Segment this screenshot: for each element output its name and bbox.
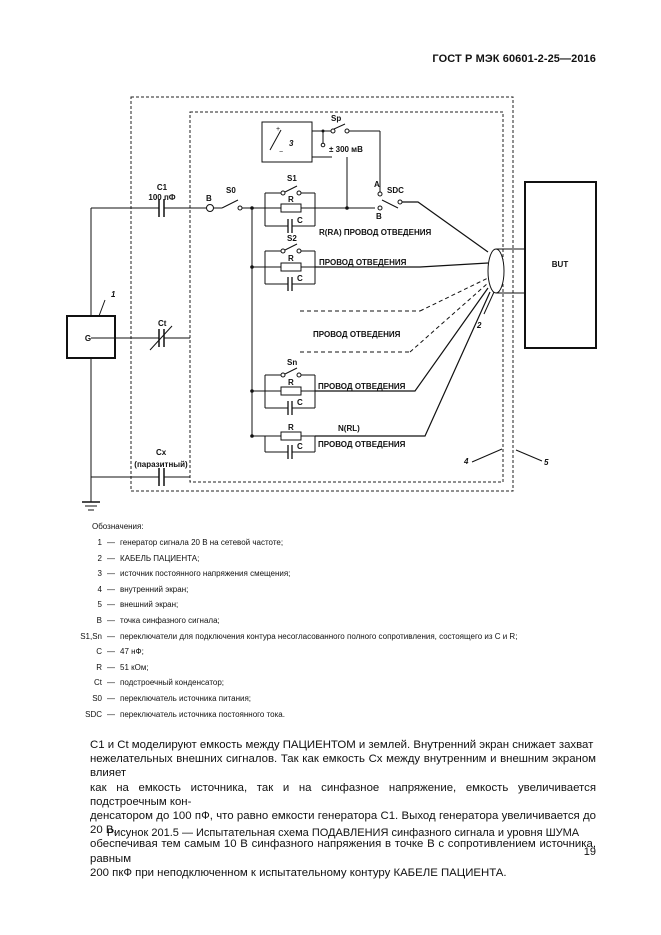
ct-label: Ct [158, 319, 167, 328]
body-paragraph: С1 и Сt моделируют емкость между ПАЦИЕНТ… [90, 738, 596, 880]
c1-label: C1 [157, 183, 168, 192]
legend-item: R—51 кОм; [96, 662, 149, 672]
paragraph-line: С1 и Сt моделируют емкость между ПАЦИЕНТ… [90, 739, 594, 751]
svg-text:3: 3 [289, 139, 294, 148]
legend-item: Ct—подстроечный конденсатор; [94, 678, 225, 688]
svg-text:4: 4 [463, 457, 469, 466]
circuit-diagram: G 1 C1 100 пФ Ct Cx (паразитный) B S0 [66, 96, 597, 511]
page-number: 19 [583, 846, 596, 858]
svg-text:5: 5 [544, 458, 549, 467]
generator-box [66, 315, 116, 359]
svg-text:ПРОВОД ОТВЕДЕНИЯ: ПРОВОД ОТВЕДЕНИЯ [318, 382, 406, 391]
svg-text:C: C [297, 442, 303, 451]
legend-item: 4—внутренний экран; [97, 584, 189, 594]
row-s1: S1 R C [264, 174, 316, 233]
svg-text:± 300 мВ: ± 300 мВ [329, 145, 363, 154]
legend-item: SDC—переключатель источника постоянного … [85, 709, 285, 719]
but-box [524, 181, 597, 349]
paragraph-line: как на емкость источника, так и на синфа… [90, 781, 596, 808]
legend-item: S0—переключатель источника питания; [92, 694, 252, 703]
svg-text:R(RA) ПРОВОД ОТВЕДЕНИЯ: R(RA) ПРОВОД ОТВЕДЕНИЯ [319, 228, 431, 237]
label-1: 1 [111, 290, 116, 299]
svg-text:BUT: BUT [552, 260, 569, 269]
svg-text:B: B [206, 194, 212, 203]
outer-screen [130, 96, 514, 492]
svg-text:SDC: SDC [387, 186, 404, 195]
svg-text:ПРОВОД ОТВЕДЕНИЯ: ПРОВОД ОТВЕДЕНИЯ [318, 440, 406, 449]
svg-text:C: C [297, 274, 303, 283]
row-s2: S2 R C [264, 234, 316, 291]
svg-text:B: B [376, 212, 382, 221]
legend-item: 5—внешний экран; [97, 600, 179, 610]
paragraph-line: обеспечивая тем самым 10 В синфазного на… [90, 838, 596, 865]
row-sn: Sn R C [264, 358, 316, 415]
svg-text:R: R [288, 423, 294, 432]
legend-item: C—47 нФ; [96, 647, 144, 657]
legend-item: 3—источник постоянного напряжения смещен… [97, 569, 291, 579]
legend-item: S1,Sn—переключатели для подключения конт… [80, 631, 518, 641]
inner-screen [189, 111, 504, 483]
s0-label: S0 [226, 186, 236, 195]
legend-item: 1—генератор сигнала 20 В на сетевой част… [97, 538, 284, 547]
svg-text:S2: S2 [287, 234, 297, 243]
cable-connector [487, 248, 505, 294]
svg-text:ПРОВОД ОТВЕДЕНИЯ: ПРОВОД ОТВЕДЕНИЯ [313, 330, 401, 339]
paragraph-line: нежелательных внешних сигналов. Так как … [90, 753, 596, 780]
svg-text:2: 2 [476, 321, 482, 330]
svg-text:ПРОВОД ОТВЕДЕНИЯ: ПРОВОД ОТВЕДЕНИЯ [319, 258, 407, 267]
cx-label: Cx [156, 448, 167, 457]
row-rl: R C [250, 423, 316, 459]
svg-text:R: R [288, 195, 294, 204]
figure-caption: Рисунок 201.5 — Испытательная схема ПОДА… [106, 827, 580, 839]
svg-text:N(RL): N(RL) [338, 424, 360, 433]
point-b [206, 204, 214, 212]
svg-text:C: C [297, 216, 303, 225]
svg-text:R: R [288, 378, 294, 387]
svg-text:S1: S1 [287, 174, 297, 183]
document-header: ГОСТ Р МЭК 60601-2-25—2016 [432, 53, 596, 65]
svg-text:A: A [374, 180, 380, 189]
legend-item: 2—КАБЕЛЬ ПАЦИЕНТА; [97, 553, 200, 563]
svg-text:R: R [288, 254, 294, 263]
svg-text:C: C [297, 398, 303, 407]
svg-text:Sn: Sn [287, 358, 297, 367]
paragraph-line: 200 пкФ при неподключенном к испытательн… [90, 866, 507, 879]
svg-text:+: + [276, 126, 280, 133]
legend-title: Обозначения: [92, 522, 144, 531]
cx-note: (паразитный) [134, 460, 188, 469]
dc-source-box [261, 121, 313, 163]
generator-label: G [85, 334, 91, 343]
paragraph-line: денсатором до 100 пФ, что равно емкости … [90, 810, 596, 837]
svg-text:Sp: Sp [331, 114, 341, 123]
c1-value: 100 пФ [148, 193, 175, 202]
legend-item: B—точка синфазного сигнала; [96, 616, 220, 625]
svg-text:−: − [279, 149, 283, 156]
